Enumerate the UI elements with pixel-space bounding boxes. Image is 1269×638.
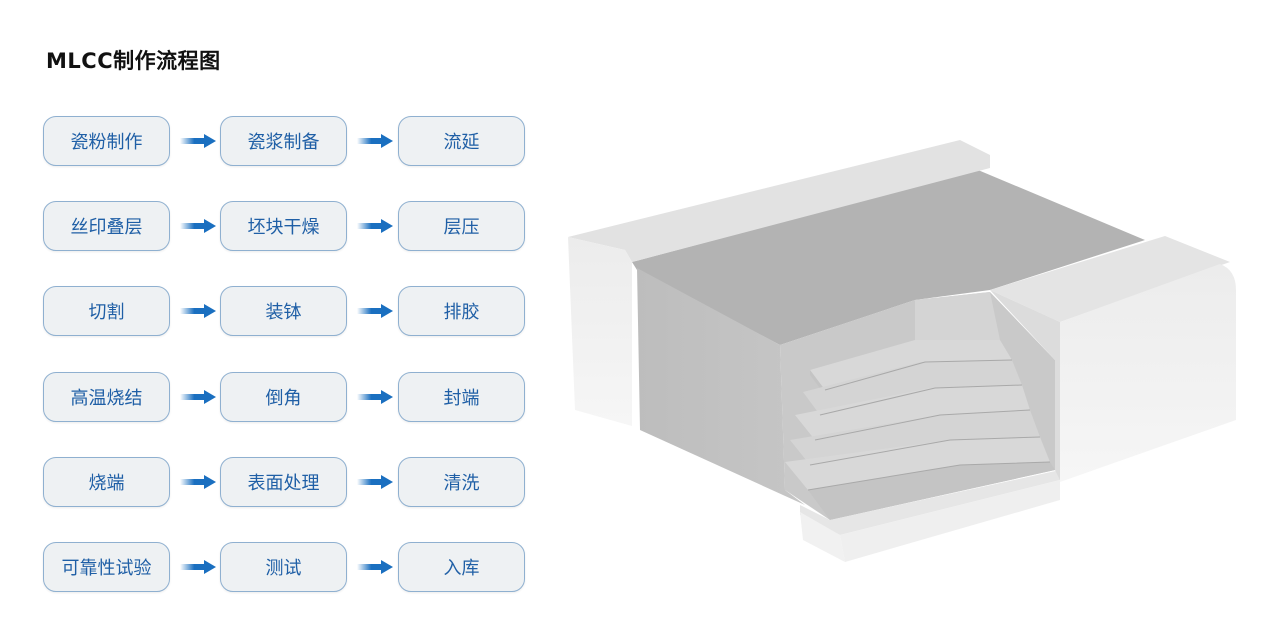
mlcc-cutaway-illustration [568,140,1236,562]
process-step: 倒角 [220,372,347,422]
left-cap-top [568,140,990,262]
process-step: 清洗 [398,457,525,507]
process-step: 坯块干燥 [220,201,347,251]
arrow-right-icon [357,303,393,319]
arrow-right-icon [180,389,216,405]
page-title: MLCC制作流程图 [46,49,221,73]
process-step: 瓷浆制备 [220,116,347,166]
body-top-face [632,170,1145,345]
process-step: 切割 [43,286,170,336]
process-step: 排胶 [398,286,525,336]
electrode-layers [785,340,1055,520]
left-cap-front [568,237,632,426]
arrow-right-icon [357,389,393,405]
flow-row: 丝印叠层坯块干燥 层压 [43,201,526,251]
process-step: 丝印叠层 [43,201,170,251]
process-step: 流延 [398,116,525,166]
right-cap-side [990,290,1060,480]
process-step: 高温烧结 [43,372,170,422]
arrow-right-icon [180,559,216,575]
arrow-right-icon [180,218,216,234]
arrow-right-icon [180,303,216,319]
bottom-plate-top [800,470,1060,535]
process-step: 测试 [220,542,347,592]
flow-row: 高温烧结倒角 封端 [43,372,526,422]
body-front-face [637,268,805,505]
process-step: 层压 [398,201,525,251]
flow-row: 可靠性试验测试 入库 [43,542,526,592]
process-step: 入库 [398,542,525,592]
right-cap-front [1060,264,1236,482]
process-step: 装钵 [220,286,347,336]
arrow-right-icon [180,133,216,149]
arrow-right-icon [357,474,393,490]
right-cap-top [990,236,1230,322]
flow-row: 切割装钵 排胶 [43,286,526,336]
arrow-right-icon [357,559,393,575]
flow-row: 烧端表面处理 清洗 [43,457,526,507]
process-step: 可靠性试验 [43,542,170,592]
bottom-plate-front [800,512,845,562]
process-step: 封端 [398,372,525,422]
arrow-right-icon [180,474,216,490]
process-step: 烧端 [43,457,170,507]
process-step: 瓷粉制作 [43,116,170,166]
arrow-right-icon [357,218,393,234]
bottom-plate-edge [840,480,1060,562]
flow-row: 瓷粉制作瓷浆制备 流延 [43,116,526,166]
arrow-right-icon [357,133,393,149]
process-step: 表面处理 [220,457,347,507]
cavity-back [915,292,1000,340]
